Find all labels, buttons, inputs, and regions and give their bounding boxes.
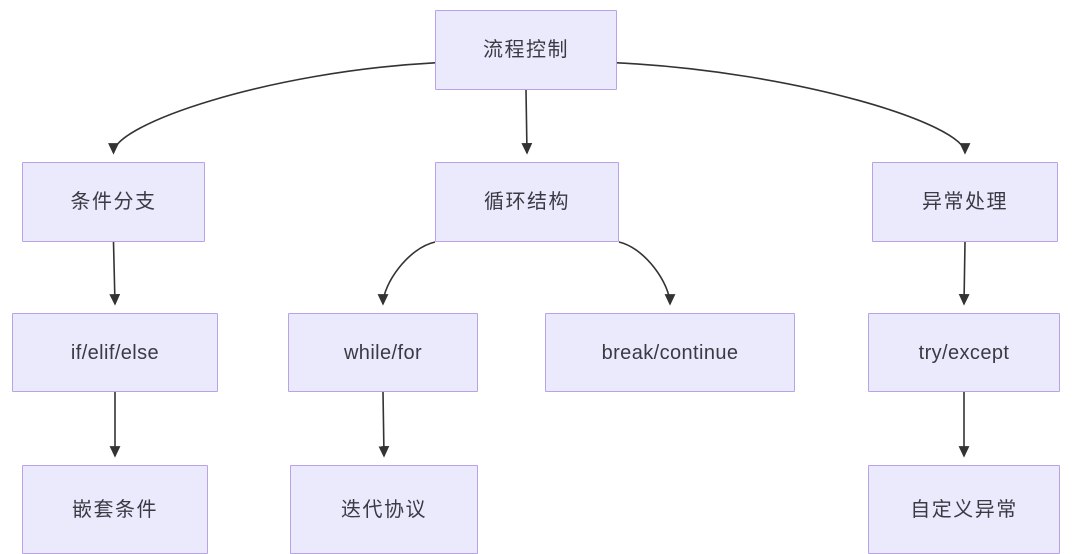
- node-label: 流程控制: [483, 39, 569, 61]
- node-label: try/except: [918, 341, 1010, 364]
- node-label: if/elif/else: [70, 341, 160, 364]
- node-label: 嵌套条件: [72, 498, 158, 521]
- node-label: 迭代协议: [341, 498, 427, 521]
- edge-loop-whilefor: [377, 241, 436, 306]
- node-customexc[interactable]: 自定义异常: [868, 465, 1060, 554]
- node-iterproto[interactable]: 迭代协议: [290, 465, 478, 554]
- edge-loop-breakcont: [618, 241, 676, 306]
- node-whilefor[interactable]: while/for: [288, 313, 478, 392]
- edge-root-exc: [616, 62, 971, 155]
- node-label: 异常处理: [922, 191, 1008, 213]
- edge-whilefor-iter: [378, 391, 390, 458]
- node-tryexcept[interactable]: try/except: [868, 313, 1060, 392]
- node-label: 循环结构: [484, 191, 570, 213]
- node-label: while/for: [343, 341, 423, 364]
- edge-cond-ifelif: [109, 241, 121, 306]
- node-nested[interactable]: 嵌套条件: [22, 465, 208, 554]
- node-exc[interactable]: 异常处理: [872, 162, 1058, 242]
- node-loop[interactable]: 循环结构: [435, 162, 619, 242]
- node-label: 自定义异常: [910, 498, 1018, 521]
- edge-root-loop: [521, 89, 533, 155]
- node-label: break/continue: [601, 341, 739, 364]
- node-cond[interactable]: 条件分支: [22, 162, 205, 242]
- node-ifelif[interactable]: if/elif/else: [12, 313, 218, 392]
- edge-root-cond: [108, 62, 436, 155]
- edge-exc-tryexcept: [958, 241, 970, 306]
- node-label: 条件分支: [70, 191, 157, 213]
- node-breakcont[interactable]: break/continue: [545, 313, 795, 392]
- node-root[interactable]: 流程控制: [435, 10, 617, 90]
